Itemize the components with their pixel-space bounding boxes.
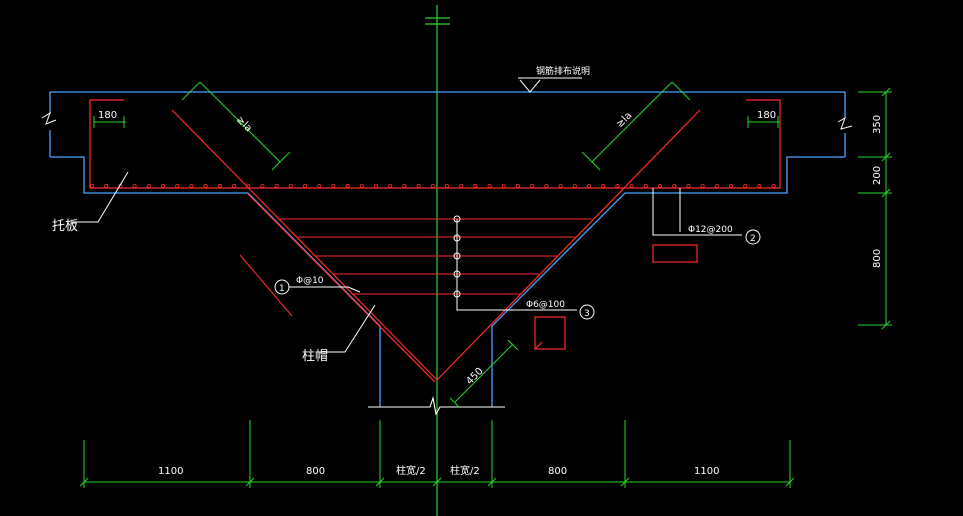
rebar-dot [217, 183, 222, 188]
bottom-dim-5: 800 [548, 466, 567, 477]
rebar-dot [132, 183, 137, 188]
rebar-dot [345, 183, 350, 188]
rebar1-mark: 1 [279, 284, 285, 294]
stirrup-leader [456, 219, 500, 311]
rebar-dot [615, 183, 620, 188]
anchor-dim-left [181, 81, 291, 171]
rebar-dot [587, 183, 592, 188]
slab-outline [49, 91, 846, 407]
rebar1-spec: Φ@10 [296, 276, 324, 286]
cover-right: 180 [747, 110, 780, 128]
right-dim-line [858, 87, 892, 330]
rebar-dot [444, 183, 449, 188]
slope-dim-label: 450 [464, 366, 485, 387]
zhumao-leader [320, 304, 376, 353]
rebar-dot [629, 183, 634, 188]
rebar-dot [459, 183, 464, 188]
rebar-cage [89, 99, 781, 383]
rebar-dot [558, 183, 563, 188]
rebar-dot [402, 183, 407, 188]
top-note: 钢筋排布说明 [518, 65, 590, 93]
rebar-dot [771, 183, 776, 188]
right-dim-2: 200 [872, 166, 883, 185]
anchor-right-label: ≥la [614, 110, 634, 130]
rebar3-mark: 3 [584, 309, 590, 319]
cover-left: 180 [93, 110, 126, 128]
rebar-dot [246, 183, 251, 188]
rebar-dot [572, 183, 577, 188]
rebar-dot [274, 183, 279, 188]
rebar-dot [388, 183, 393, 188]
rebar-dot [757, 183, 762, 188]
rebar-dot [643, 183, 648, 188]
rebar-dot [501, 183, 506, 188]
stirrup-circles [453, 215, 461, 298]
rebar2-section-box [652, 244, 698, 263]
rebar-dot [416, 183, 421, 188]
anchor-left-label: ≥la [234, 114, 254, 134]
rebar-dot [473, 183, 478, 188]
bottom-dim-2: 800 [306, 466, 325, 477]
column-left-face [368, 395, 505, 416]
tuoban-leader [72, 171, 129, 223]
rebar-dot [104, 183, 109, 188]
rebar-dot [359, 183, 364, 188]
rebar3-section-box [534, 316, 566, 350]
rebar-dot [672, 183, 677, 188]
rebar-dots [90, 183, 776, 188]
rebar2-leader [652, 188, 742, 236]
rebar1-diagonal [239, 254, 293, 317]
rebar-dot [302, 183, 307, 188]
break-mark [837, 116, 853, 130]
right-dim-3: 800 [872, 249, 883, 268]
rebar3-spec: Φ6@100 [526, 300, 565, 310]
rebar-dot [331, 183, 336, 188]
rebar-dot [530, 183, 535, 188]
rebar-dot [160, 183, 165, 188]
rebar-dot [487, 183, 492, 188]
cover-right-label: 180 [757, 110, 776, 121]
rebar-dot [516, 183, 521, 188]
top-note-text: 钢筋排布说明 [536, 65, 590, 77]
rebar-dot [317, 183, 322, 188]
rebar2-mark: 2 [750, 234, 756, 244]
rebar-dot [544, 183, 549, 188]
bottom-dim-6: 1100 [694, 466, 719, 477]
cover-left-label: 180 [98, 110, 117, 121]
bottom-dim-ticks [79, 477, 795, 487]
tuoban-label: 托板 [52, 219, 78, 234]
rebar-dot [729, 183, 734, 188]
rebar-dot [288, 183, 293, 188]
rebar-dot [714, 183, 719, 188]
bottom-dim-4: 柱宽/2 [450, 464, 480, 477]
rebar-dot [260, 183, 265, 188]
rebar-dot [686, 183, 691, 188]
rebar1-leader [289, 286, 361, 293]
rebar-dot [601, 183, 606, 188]
bottom-dim-1: 1100 [158, 466, 183, 477]
break-mark [41, 111, 57, 125]
rebar-dot [146, 183, 151, 188]
rebar-dot [203, 183, 208, 188]
rebar-dot [430, 183, 435, 188]
rebar-dot [231, 183, 236, 188]
rebar-dot [90, 183, 95, 188]
rebar-dot [189, 183, 194, 188]
zhumao-label: 柱帽 [302, 348, 328, 364]
rebar3-hook [534, 341, 543, 350]
rebar-dot [700, 183, 705, 188]
rebar3-circle [579, 304, 595, 320]
rebar-dot [373, 183, 378, 188]
anchor-dim-right [581, 81, 691, 171]
rebar2-spec: Φ12@200 [688, 225, 733, 235]
slope-dim [449, 339, 519, 409]
bottom-dim-3: 柱宽/2 [396, 464, 426, 477]
rebar-dot [743, 183, 748, 188]
stirrups [280, 218, 592, 295]
rebar-dot [175, 183, 180, 188]
rebar-dot [658, 183, 663, 188]
right-dim-1: 350 [872, 115, 883, 134]
rebar2-circle [745, 229, 761, 245]
